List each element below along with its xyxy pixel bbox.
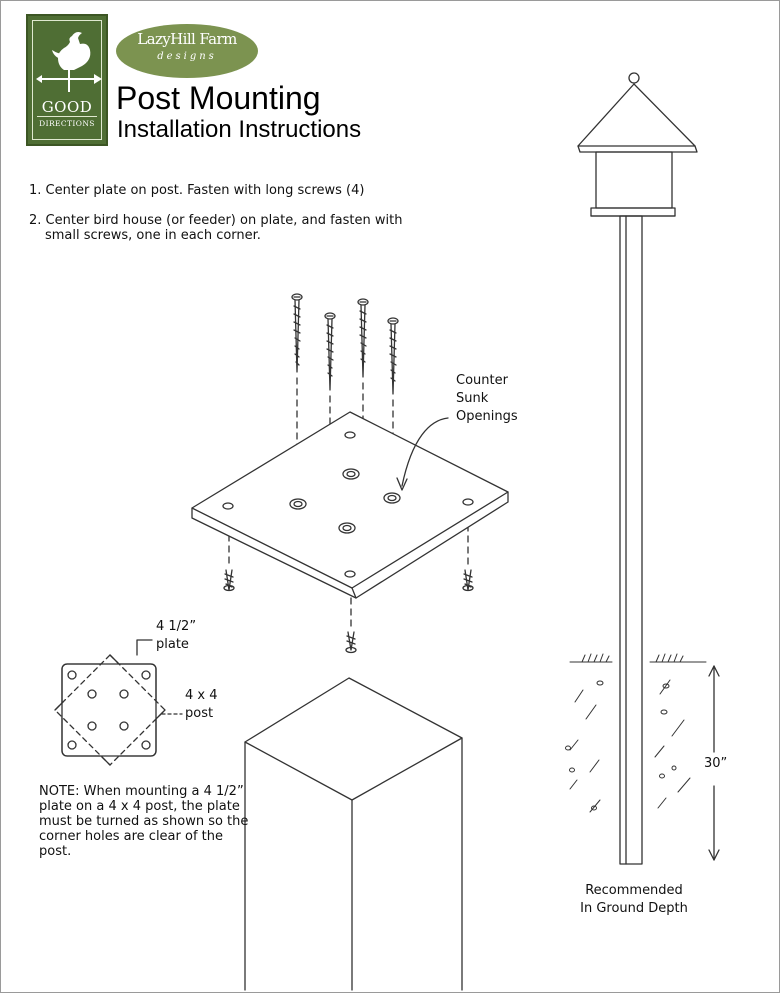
sunk-label-line: Sunk [456, 391, 489, 406]
top-view-diagram [54, 639, 183, 766]
good-directions-logo: GOOD DIRECTIONS [26, 14, 108, 146]
long-screw [357, 298, 369, 378]
plate-word: plate [156, 637, 189, 652]
post-size-label: 4 x 4 post [185, 687, 245, 723]
long-screws [291, 293, 399, 395]
long-screw [291, 293, 303, 373]
post-word: post [185, 706, 214, 721]
page-subtitle: Installation Instructions [117, 116, 362, 143]
openings-label-line: Openings [456, 409, 518, 424]
step-1: 1. Center plate on post. Fasten with lon… [29, 183, 365, 198]
in-ground-depth-line: In Ground Depth [580, 901, 688, 916]
brand-name: LazyHill Farm [137, 30, 237, 48]
long-screw [324, 312, 336, 391]
post-size-value: 4 x 4 [185, 688, 218, 703]
mounting-plate [191, 411, 509, 599]
step-2-continuation: small screws, one in each corner. [45, 228, 261, 243]
mounting-note: NOTE: When mounting a 4 1/2” plate on a … [39, 784, 249, 859]
logo-directions-text: DIRECTIONS [39, 119, 95, 128]
brand-sub: designs [157, 51, 217, 62]
depth-label: 30” [704, 756, 728, 771]
counter-sunk-pointer [401, 417, 449, 487]
page-title: Post Mounting [116, 80, 321, 116]
step-2: 2. Center bird house (or feeder) on plat… [29, 213, 429, 243]
rooster-weathervane-icon [36, 32, 102, 92]
short-screws [223, 569, 474, 654]
logo-good-text: GOOD [41, 98, 93, 116]
step-2-text: 2. Center bird house (or feeder) on plat… [29, 213, 403, 228]
counter-label-line: Counter [456, 373, 508, 388]
long-screw [387, 317, 399, 395]
lazy-hill-farm-logo: LazyHill Farm designs [116, 24, 258, 78]
pole-with-birdhouse [577, 72, 698, 865]
plate-size-value: 4 1/2” [156, 619, 197, 634]
wooden-post [244, 677, 463, 991]
depth-dimension [708, 665, 720, 861]
ground-soil [565, 653, 707, 813]
counter-sunk-label: Counter Sunk Openings [456, 372, 556, 426]
pointer-arrowhead [396, 477, 408, 491]
recommended-line: Recommended [585, 883, 683, 898]
recommended-depth-label: Recommended In Ground Depth [578, 882, 690, 918]
plate-size-label: 4 1/2” plate [156, 618, 216, 654]
